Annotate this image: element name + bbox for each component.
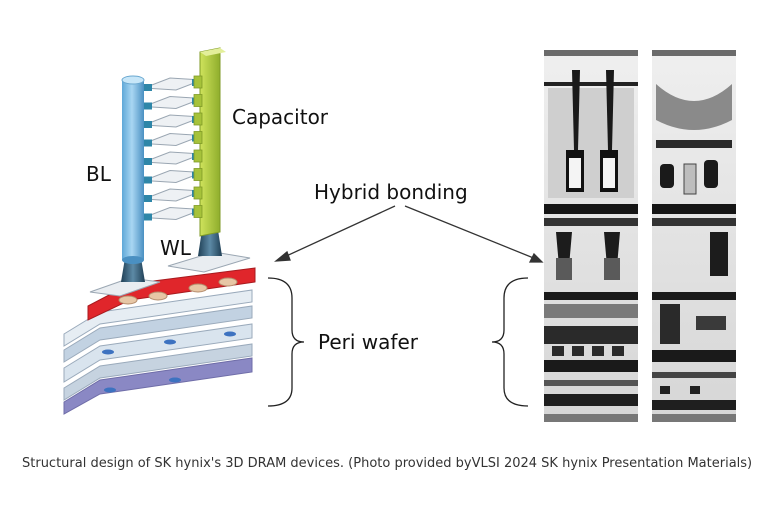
wordline-rung — [142, 169, 203, 184]
bl-plug — [121, 258, 145, 282]
wordline-rung — [142, 114, 203, 128]
wordline-rung — [142, 132, 203, 147]
label-peri-wafer: Peri wafer — [318, 330, 419, 354]
left-brace — [267, 277, 305, 407]
tem-panel-left — [544, 50, 638, 422]
label-wl: WL — [160, 236, 192, 260]
peri-layer-3 — [63, 305, 253, 363]
capacitor-fin — [193, 186, 203, 200]
figure-caption: Structural design of SK hynix's 3D DRAM … — [22, 456, 753, 471]
capacitor-column — [193, 47, 226, 237]
dram-structure-figure: Capacitor BL WL Hybrid bonding Peri wafe… — [63, 47, 736, 422]
peri-wafer-stack — [63, 289, 253, 415]
hybrid-bonding-arrows — [274, 205, 544, 263]
capacitor-fin — [193, 94, 203, 107]
bonding-bumps — [118, 277, 238, 305]
peri-bottom-layer — [63, 357, 253, 415]
label-hybrid-bonding: Hybrid bonding — [314, 180, 468, 204]
peri-layer-2 — [63, 323, 253, 383]
right-brace — [491, 277, 529, 407]
tem-panel-right — [652, 50, 736, 422]
capacitor-fin — [193, 149, 203, 163]
bitline-column — [121, 75, 145, 264]
capacitor-fin — [193, 168, 203, 181]
wordline-rung — [142, 95, 203, 110]
wordline-rung — [142, 188, 203, 202]
label-capacitor: Capacitor — [232, 105, 329, 129]
bl-pad — [89, 277, 161, 297]
3d-dram-illustration: Capacitor BL WL — [63, 47, 329, 415]
capacitor-fin — [193, 75, 203, 89]
capacitor-fin — [193, 205, 203, 218]
cap-pad — [167, 251, 251, 273]
capacitor-fins — [193, 75, 203, 218]
cap-plug — [198, 230, 222, 256]
wordline-array — [142, 77, 203, 221]
wordline-rung — [142, 206, 203, 221]
wordline-rung — [142, 151, 203, 165]
peri-contact-bumps — [102, 331, 236, 393]
capacitor-fin — [193, 131, 203, 144]
capacitor-fin — [193, 112, 203, 126]
peri-layer-1 — [63, 343, 253, 401]
annotations: Hybrid bonding Peri wafer — [267, 180, 544, 407]
label-bl: BL — [86, 162, 112, 186]
wordline-rung — [142, 77, 203, 91]
